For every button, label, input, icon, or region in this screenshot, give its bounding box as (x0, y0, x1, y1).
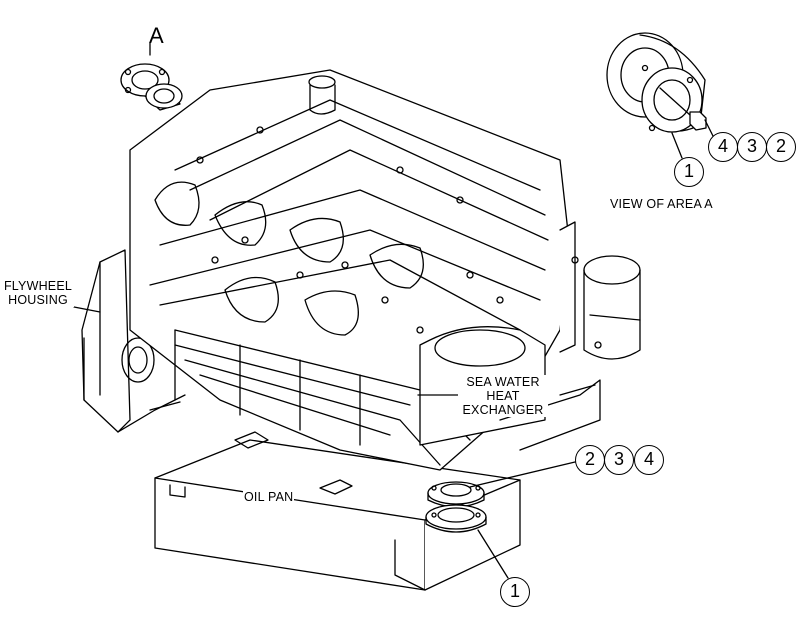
callout-main-top-3: 4 (634, 445, 664, 475)
oil-pan-label: OIL PAN (243, 490, 295, 504)
area-a-letter: A (149, 23, 164, 48)
callout-view-top-1: 4 (708, 132, 738, 162)
oil-pan-outline (154, 439, 521, 591)
view-of-area-label: VIEW OF AREA A (610, 197, 713, 211)
sea-water-heat-exchanger-label: SEA WATER HEAT EXCHANGER (458, 375, 548, 417)
area-a-flange (120, 63, 183, 111)
callout-main-top-1: 2 (575, 445, 605, 475)
label-leaders (73, 42, 459, 411)
callout-view-bottom: 1 (674, 157, 704, 187)
sea-water-label-line2: HEAT (458, 389, 548, 403)
flywheel-label-line1: FLYWHEEL (2, 279, 74, 293)
flywheel-housing-outline (81, 249, 186, 433)
flywheel-label-line2: HOUSING (2, 293, 74, 307)
callout-main-top-2: 3 (604, 445, 634, 475)
sea-water-label-line1: SEA WATER (458, 375, 548, 389)
callout-main-bottom: 1 (500, 577, 530, 607)
flywheel-housing-label: FLYWHEEL HOUSING (2, 279, 74, 307)
callout-view-top-3: 2 (766, 132, 796, 162)
callout-view-top-2: 3 (737, 132, 767, 162)
view-a-flange-drawing (606, 32, 715, 159)
sea-water-label-line3: EXCHANGER (458, 403, 548, 417)
bottom-flange-drawing (425, 461, 576, 579)
